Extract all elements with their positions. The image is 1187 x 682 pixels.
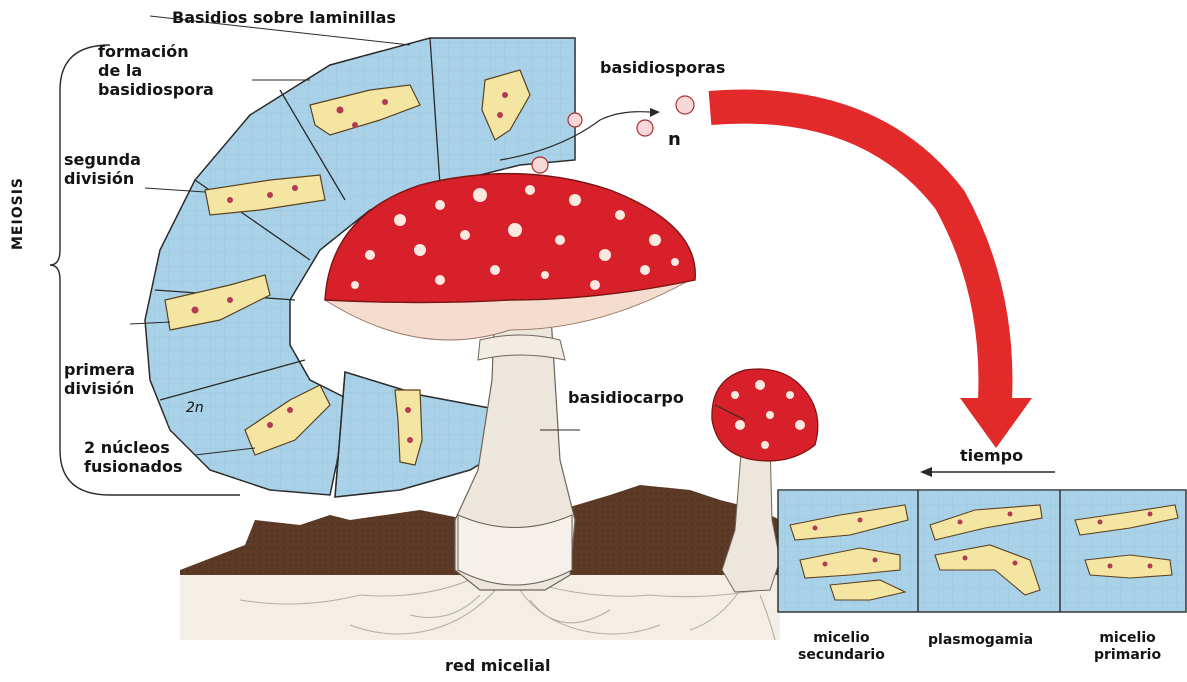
nucleos-fusionados-label: 2 núcleos fusionados [84, 438, 183, 476]
formacion-basidiospora-label: formación de la basidiospora [98, 42, 214, 99]
diploid-2n-label: 2n [186, 400, 204, 417]
haploid-n-label: n [668, 130, 681, 149]
basidiocarpo-label: basidiocarpo [568, 388, 684, 407]
meiosis-label: MEIOSIS [10, 177, 26, 250]
cycle-arrow [710, 107, 995, 400]
tiempo-label: tiempo [960, 446, 1023, 465]
title-basidios-label: Basidios sobre laminillas [172, 8, 396, 27]
primera-division-label: primera división [64, 360, 135, 398]
basidiosporas-label: basidiosporas [600, 58, 725, 77]
mycelium-panels [778, 490, 1186, 612]
micelio-secundario-label: micelio secundario [798, 630, 885, 664]
red-micelial-label: red micelial [445, 656, 551, 675]
plasmogamia-label: plasmogamia [928, 632, 1033, 649]
segunda-division-label: segunda división [64, 150, 141, 188]
micelio-primario-label: micelio primario [1094, 630, 1161, 664]
